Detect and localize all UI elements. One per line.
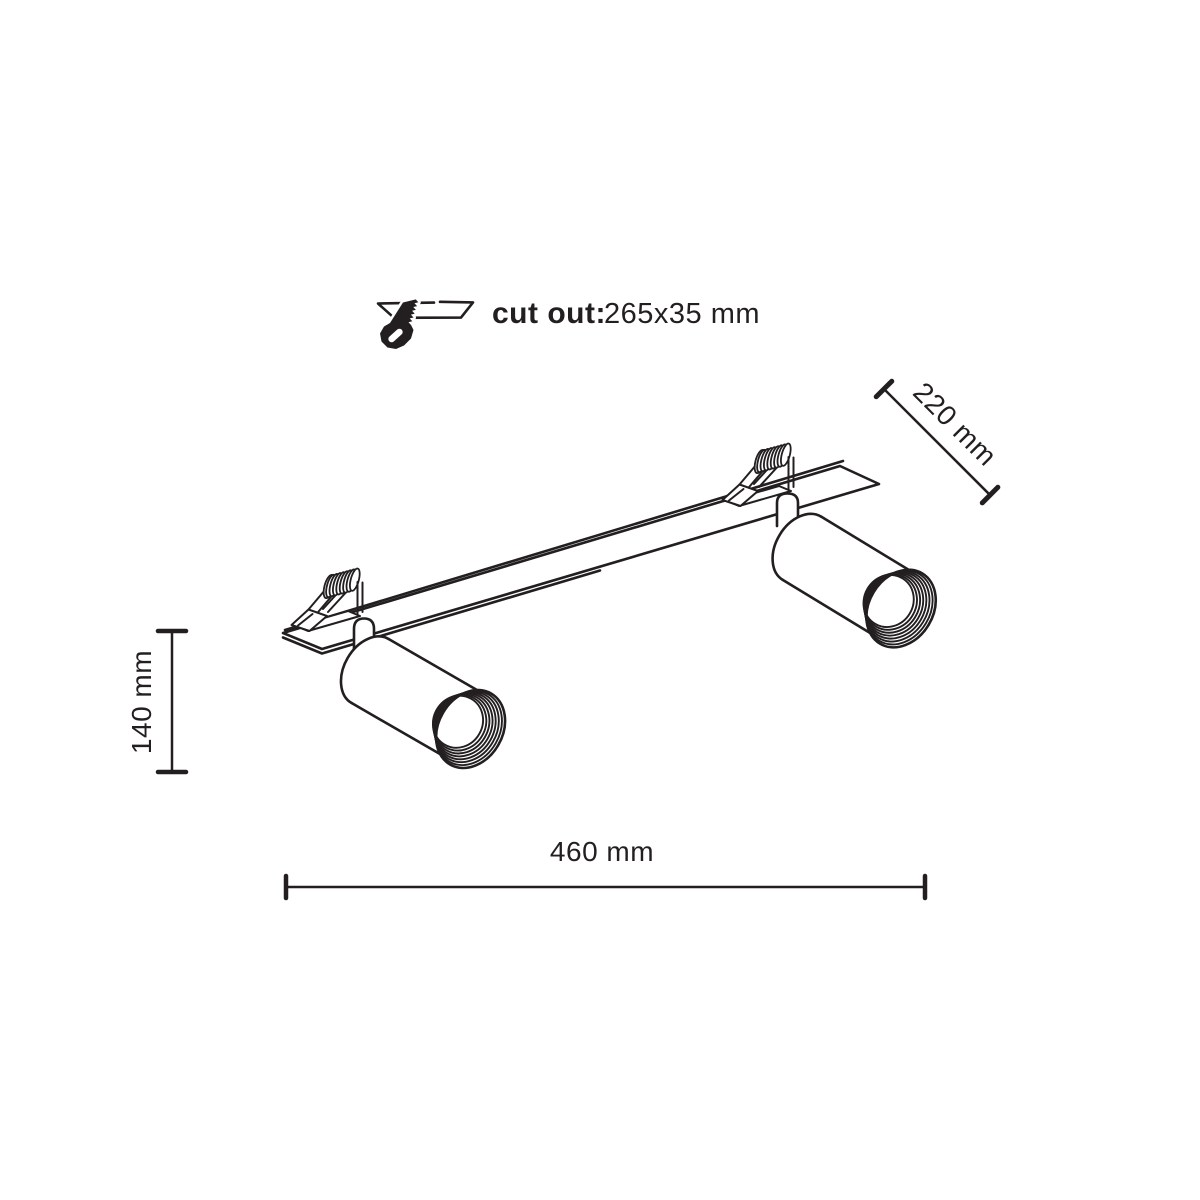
spot-head-right — [757, 498, 952, 662]
saw-icon-blade — [377, 296, 422, 352]
dimension-length-label: 460 mm — [550, 836, 654, 867]
mounting-plate — [281, 459, 881, 655]
spot-stem-right — [775, 492, 800, 528]
saw-icon-panel — [376, 300, 475, 320]
dimension-depth: 220 mm — [873, 376, 1003, 506]
dimension-line — [882, 387, 992, 497]
dimension-height-label: 140 mm — [126, 650, 157, 754]
dimension-tick — [873, 378, 895, 400]
saw-icon — [376, 296, 475, 352]
dimension-tick — [979, 484, 1001, 506]
dimension-length: 460 mm — [283, 836, 928, 901]
spot-head-left — [325, 621, 521, 782]
cutout-value: 265x35 mm — [604, 298, 760, 330]
cutout-label: cut out: — [492, 297, 606, 330]
saw-icon-handle-hole — [388, 328, 403, 343]
plate-face — [281, 464, 881, 651]
dimension-height: 140 mm — [126, 628, 189, 775]
dimension-depth-label: 220 mm — [907, 376, 1003, 472]
plate-front-thickness — [281, 569, 602, 655]
fixture-drawing — [281, 441, 952, 782]
cutout-annotation: cut out: 265x35 mm — [376, 296, 760, 352]
